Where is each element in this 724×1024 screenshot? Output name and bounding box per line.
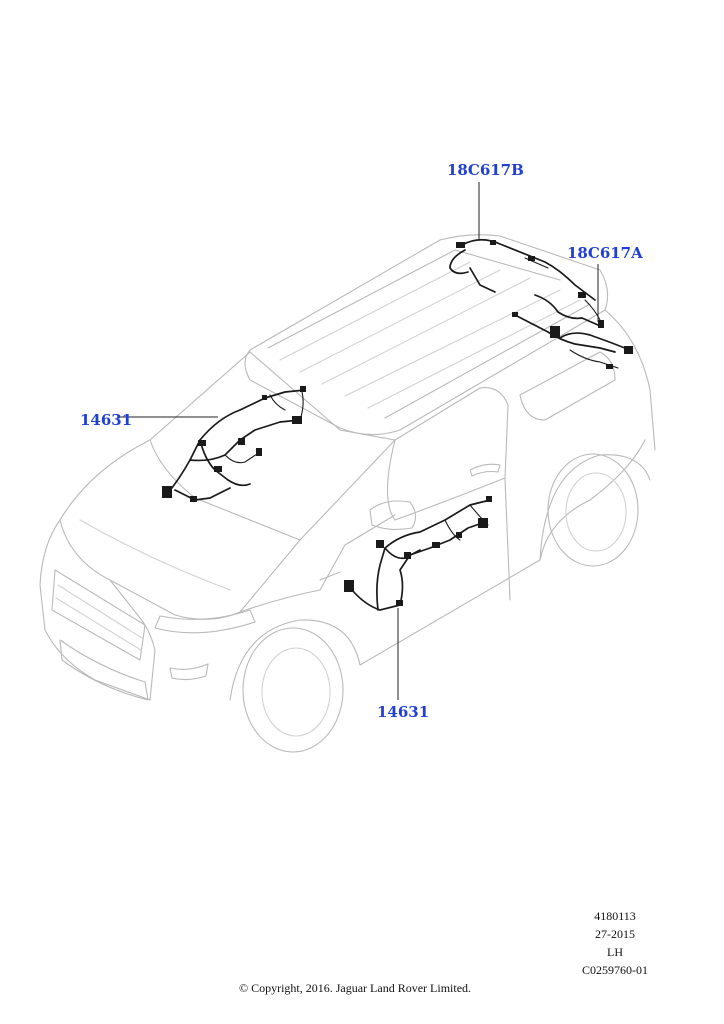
side-repeater (319, 571, 341, 581)
bonnet-crease (79, 519, 231, 591)
callout-18c617a[interactable]: 18C617A (567, 244, 643, 262)
front-wheel-arch (229, 619, 361, 701)
door-line (504, 477, 511, 601)
rear-wheel-arch (539, 454, 651, 561)
grille-mesh-1 (57, 584, 143, 639)
roof-rib-4 (344, 289, 561, 397)
front-wing (239, 514, 396, 613)
windscreen (149, 351, 396, 541)
roof-rail-left (267, 249, 561, 349)
rear-tyre (547, 453, 639, 567)
front-grille (51, 569, 146, 661)
side-indicator: LH (607, 945, 623, 959)
side-sill (359, 439, 646, 666)
roof-rail-right (384, 303, 591, 419)
roof-rib-3 (321, 277, 531, 385)
callout-18c617b[interactable]: 18C617B (447, 161, 524, 179)
callout-14631-dash[interactable]: 14631 (80, 411, 133, 429)
dash-harness[interactable] (162, 386, 306, 502)
callout-14631-door[interactable]: 14631 (377, 703, 430, 721)
fog-lamp (169, 663, 209, 681)
rear-quarter-window (519, 351, 616, 421)
mirror (369, 500, 417, 531)
bonnet (59, 439, 301, 620)
roof-harness[interactable] (449, 238, 633, 369)
door-harness[interactable] (344, 496, 492, 611)
headlamp (154, 609, 256, 634)
roof-rib-5 (367, 299, 581, 409)
front-tyre (242, 627, 344, 753)
lower-intake (59, 639, 149, 701)
vehicle-outline (39, 234, 656, 753)
rear-pillar (604, 309, 656, 451)
roof-rib-1 (279, 261, 471, 361)
grille-mesh-2 (55, 597, 142, 651)
roof-rib-2 (299, 269, 501, 373)
door-handle (469, 463, 501, 477)
part-reference: C0259760-01 (582, 963, 648, 977)
rear-wheel-rim (565, 472, 627, 552)
copyright-notice: © Copyright, 2016. Jaguar Land Rover Lim… (238, 981, 472, 995)
front-wheel-rim (261, 647, 331, 737)
front-bumper (39, 519, 156, 701)
illustration-number: 4180113 (594, 909, 636, 923)
side-window (386, 387, 509, 521)
date-code: 27-2015 (595, 927, 635, 941)
